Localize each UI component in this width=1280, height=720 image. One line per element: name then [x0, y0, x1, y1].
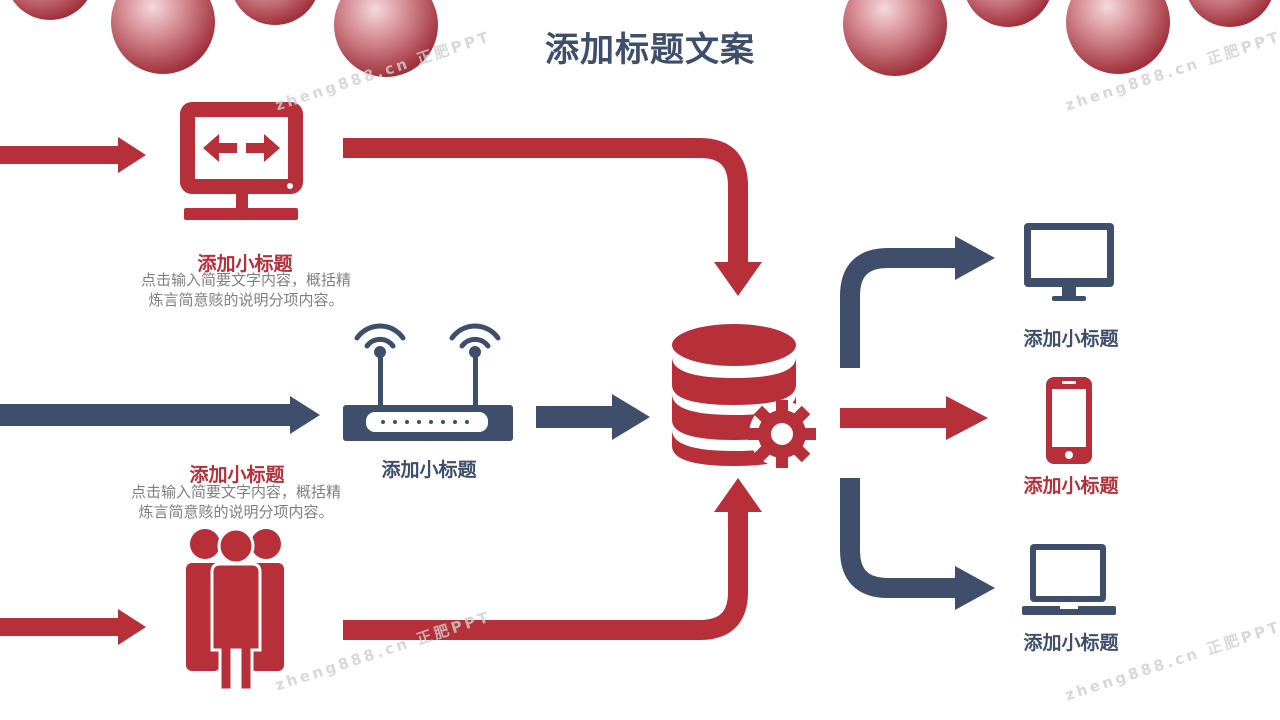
monitor-code-icon: [180, 102, 303, 220]
output-connector-bottom: [840, 478, 960, 598]
monitor-icon: [1024, 223, 1114, 301]
right-item-3-title: 添加小标题: [1023, 632, 1119, 654]
people-group-icon: [186, 527, 284, 692]
left-item-3-desc-line1: 点击输入简要文字内容，概括精: [130, 483, 341, 501]
laptop-icon: [1022, 544, 1116, 615]
decorative-balls: [12, 0, 1272, 77]
right-item-2-title: 添加小标题: [1023, 475, 1119, 497]
router-icon: [343, 323, 513, 441]
output-connector-top: [840, 248, 960, 368]
left-item-3-desc-line2: 炼言简意赅的说明分项内容。: [138, 503, 334, 521]
left-item-2-title: 添加小标题: [381, 459, 477, 481]
input-arrow-bottom: [0, 609, 146, 645]
left-item-3-title: 添加小标题: [189, 464, 285, 486]
database-gear-icon: [672, 324, 816, 468]
connector-top: [343, 138, 748, 262]
left-item-1-desc-line1: 点击输入简要文字内容，概括精: [140, 271, 351, 289]
right-item-1-title: 添加小标题: [1023, 328, 1119, 350]
smartphone-icon: [1046, 377, 1092, 464]
left-item-1-title: 添加小标题: [197, 253, 293, 275]
connector-bottom: [343, 510, 748, 640]
input-arrow-top: [0, 137, 146, 173]
left-item-1-desc-line2: 炼言简意赅的说明分项内容。: [148, 291, 344, 309]
page-title: 添加标题文案: [545, 30, 755, 70]
input-arrow-middle: [0, 396, 320, 434]
